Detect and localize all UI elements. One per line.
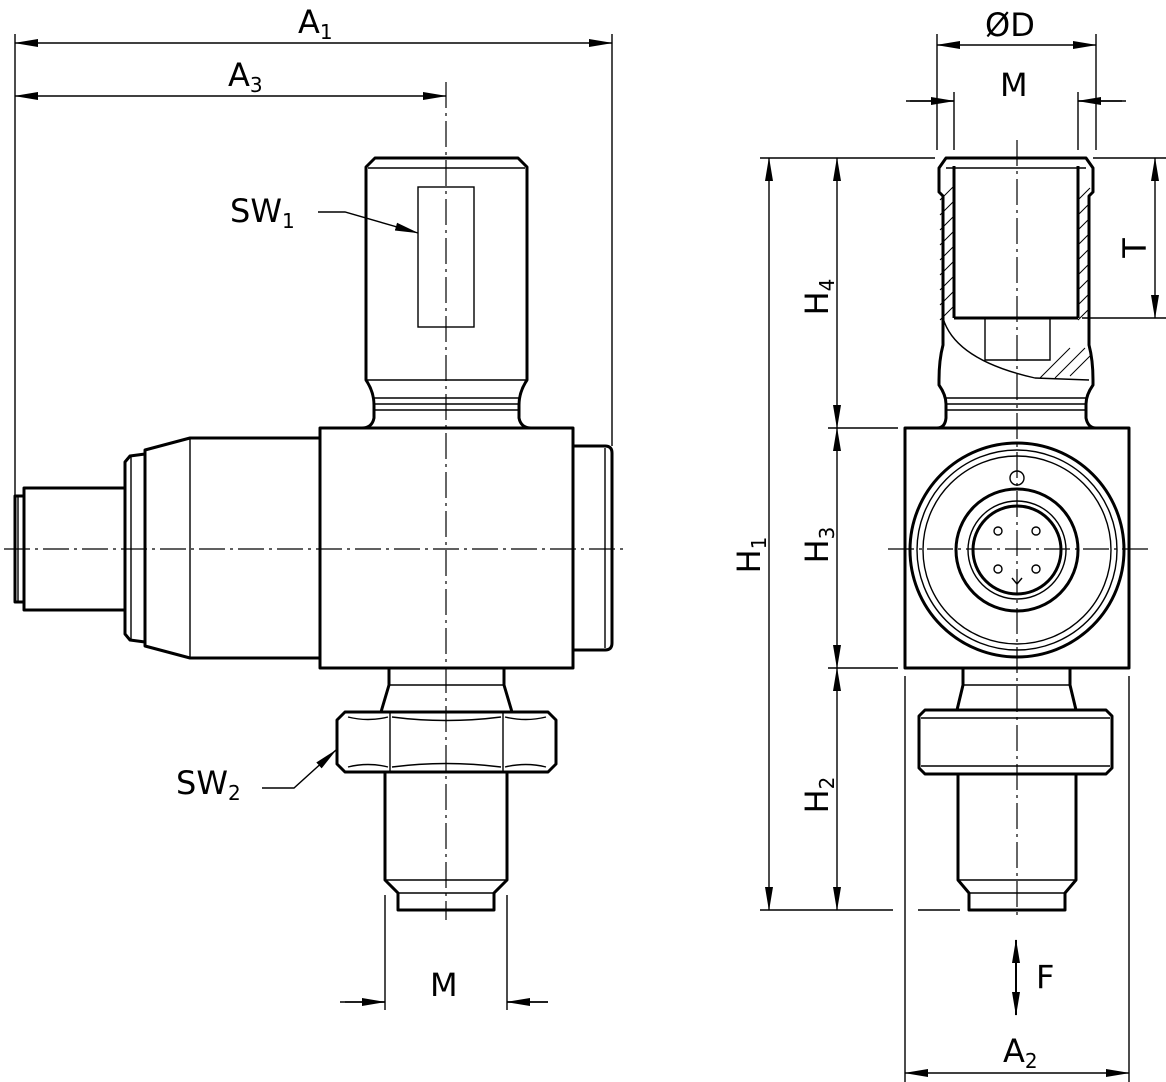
label-sw2: SW2 [176, 764, 241, 805]
front-thread-stem [956, 774, 1078, 912]
label-h2: H2 [798, 777, 839, 814]
label-h4: H4 [798, 279, 839, 316]
front-nut [917, 708, 1114, 776]
right-cap [573, 444, 614, 652]
label-sw1: SW1 [230, 192, 295, 233]
label-f: F [1036, 958, 1054, 996]
label-a2: A2 [1003, 1032, 1038, 1073]
labels: A1 A3 SW1 SW2 M ØD M F A2 T H1 H4 H3 H2 [176, 3, 1154, 1073]
front-dimensions [760, 34, 1166, 1082]
sw2-hex-nut [335, 710, 558, 774]
left-connector [143, 436, 322, 660]
side-view [13, 156, 614, 912]
label-a1: A1 [298, 3, 333, 44]
label-t: T [1116, 238, 1154, 259]
label-a3: A3 [228, 56, 263, 97]
side-dimensions [14, 34, 613, 1010]
label-m-top: M [1000, 66, 1028, 104]
label-m-bottom: M [430, 966, 458, 1004]
label-h1: H1 [730, 537, 771, 574]
label-diameter-d: ØD [985, 6, 1035, 44]
label-h3: H3 [798, 527, 839, 564]
